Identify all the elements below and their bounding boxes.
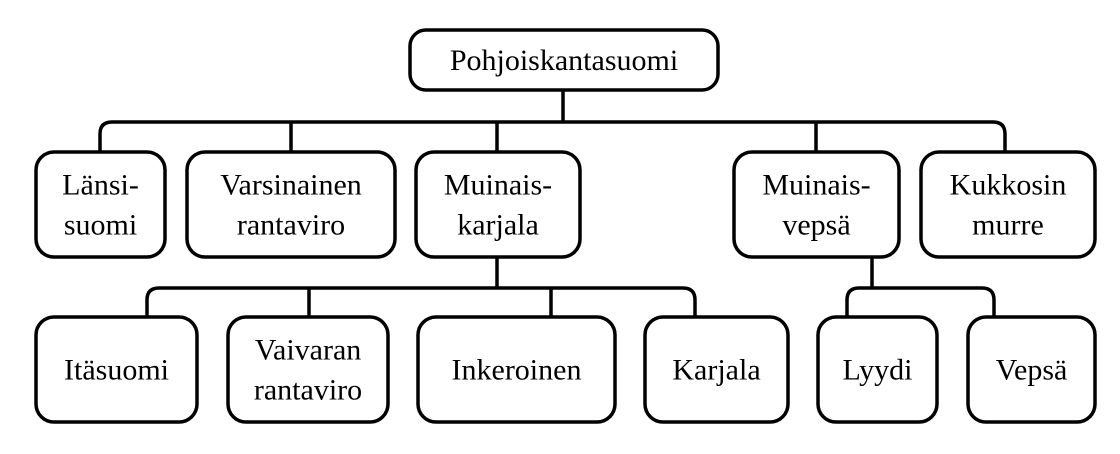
node-box (34, 150, 167, 259)
node-box (732, 150, 901, 259)
karjala-child-node: Karjala (643, 315, 790, 424)
node-label: Muinais- (762, 169, 870, 202)
vepsa-child-node: Lyydi (816, 315, 939, 424)
node-label: Kukkosin (950, 169, 1067, 202)
node-label: Muinais- (444, 169, 552, 202)
node-box (643, 315, 790, 424)
node-box (414, 150, 582, 259)
root-label: Pohjoiskantasuomi (450, 44, 678, 77)
vepsa-connector (845, 257, 996, 317)
root-connector (98, 90, 1007, 152)
node-label: vepsä (782, 209, 850, 242)
node-box (966, 315, 1097, 424)
node-label: Länsi- (62, 169, 139, 202)
node-label: Varsinainen (220, 169, 362, 202)
connectors (98, 90, 1007, 317)
level1-node: Muinais-vepsä (732, 150, 901, 259)
node-label: Inkeroinen (452, 354, 582, 387)
node-label: rantaviro (237, 209, 345, 242)
node-label: murre (972, 209, 1044, 242)
node-box (816, 315, 939, 424)
vepsa-child-node: Vepsä (966, 315, 1097, 424)
karjala-child-node: Inkeroinen (416, 315, 617, 424)
node-box (185, 150, 397, 259)
level1-node: Länsi-suomi (34, 150, 167, 259)
karjala-child-node: Itäsuomi (34, 315, 199, 424)
node-label: Vepsä (996, 354, 1068, 387)
node-box (919, 150, 1097, 259)
node-label: karjala (457, 209, 539, 242)
karjala-child-node: Vaivaran rantaviro (226, 315, 390, 424)
level1-node: Kukkosin murre (919, 150, 1097, 259)
node-box (226, 315, 390, 424)
node-box (408, 28, 720, 92)
node-label: Lyydi (842, 354, 912, 387)
root-node: Pohjoiskantasuomi (408, 28, 720, 92)
node-box (34, 315, 199, 424)
node-label: Vaivaran (255, 334, 362, 367)
level1-node: Muinais-karjala (414, 150, 582, 259)
karjala-connector (145, 257, 697, 317)
node-label: suomi (64, 209, 137, 242)
level1-node: Varsinainen rantaviro (185, 150, 397, 259)
node-label: Itäsuomi (64, 354, 169, 387)
node-box (416, 315, 617, 424)
node-label: rantaviro (254, 374, 362, 407)
node-label: Karjala (672, 354, 760, 387)
